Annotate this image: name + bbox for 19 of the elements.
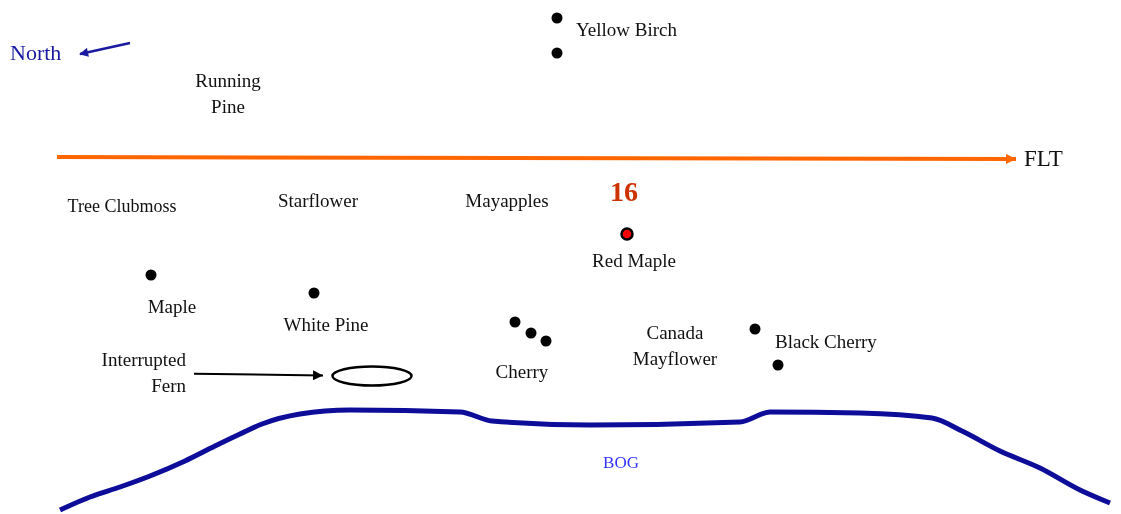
trail-label: FLT <box>1024 146 1063 172</box>
fern-patch-ellipse <box>331 365 413 387</box>
plant-label: Maple <box>146 295 198 319</box>
plant-label: Interrupted Fern <box>64 347 186 399</box>
plant-label: Cherry <box>494 360 550 384</box>
plant-label: Running Pine <box>194 69 262 119</box>
compass-label: North <box>10 40 62 66</box>
site-number: 16 <box>609 179 639 205</box>
plant-label: Tree Clubmoss <box>66 195 178 218</box>
arrow <box>57 153 1016 164</box>
plant-label: White Pine <box>282 313 370 337</box>
arrow <box>193 370 324 381</box>
plant-label: Starflower <box>276 189 360 213</box>
plant-label: Yellow Birch <box>576 18 677 42</box>
area-label: BOG <box>602 452 640 474</box>
plant-label: Black Cherry <box>775 330 877 354</box>
plant-label: Red Maple <box>591 249 677 273</box>
plant-label: Mayapples <box>464 189 550 213</box>
plant-label: Canada Mayflower <box>631 321 719 371</box>
